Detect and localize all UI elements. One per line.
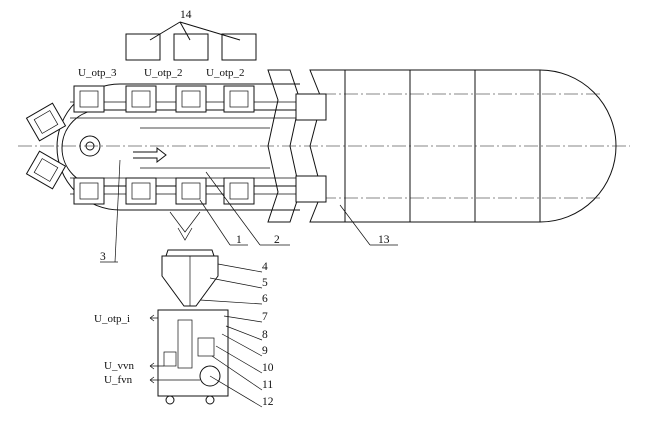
- callout-8: 8: [262, 329, 268, 341]
- callout-7: 7: [262, 311, 268, 323]
- callout-2: 2: [274, 234, 280, 246]
- callout-9: 9: [262, 345, 268, 357]
- label-u-otp-2-a: U_otp_2: [144, 67, 183, 79]
- callout-1: 1: [236, 234, 242, 246]
- callout-14: 14: [180, 9, 192, 21]
- hopper-assembly: [267, 69, 617, 223]
- callout-4: 4: [262, 261, 268, 273]
- callout-12: 12: [262, 396, 274, 408]
- label-u-vvn: U_vvn: [104, 360, 134, 372]
- label-u-otp-3: U_otp_3: [78, 67, 117, 79]
- top-carriers: [73, 85, 255, 113]
- bottom-carriers: [73, 177, 255, 205]
- callout-3: 3: [100, 251, 106, 263]
- direction-arrow: [133, 146, 167, 164]
- label-u-fvn: U_fvn: [104, 374, 133, 386]
- label-u-otp-i: U_otp_i: [94, 313, 130, 325]
- callout-13: 13: [378, 234, 390, 246]
- turning-carriers: [25, 102, 67, 190]
- callout-6: 6: [262, 293, 268, 305]
- sensor-boxes: [125, 21, 257, 61]
- label-u-otp-2-b: U_otp_2: [206, 67, 245, 79]
- measuring-device: [157, 211, 229, 405]
- callout-5: 5: [262, 277, 268, 289]
- callout-11: 11: [262, 379, 273, 391]
- leader-lines: [100, 159, 398, 408]
- callout-10: 10: [262, 362, 274, 374]
